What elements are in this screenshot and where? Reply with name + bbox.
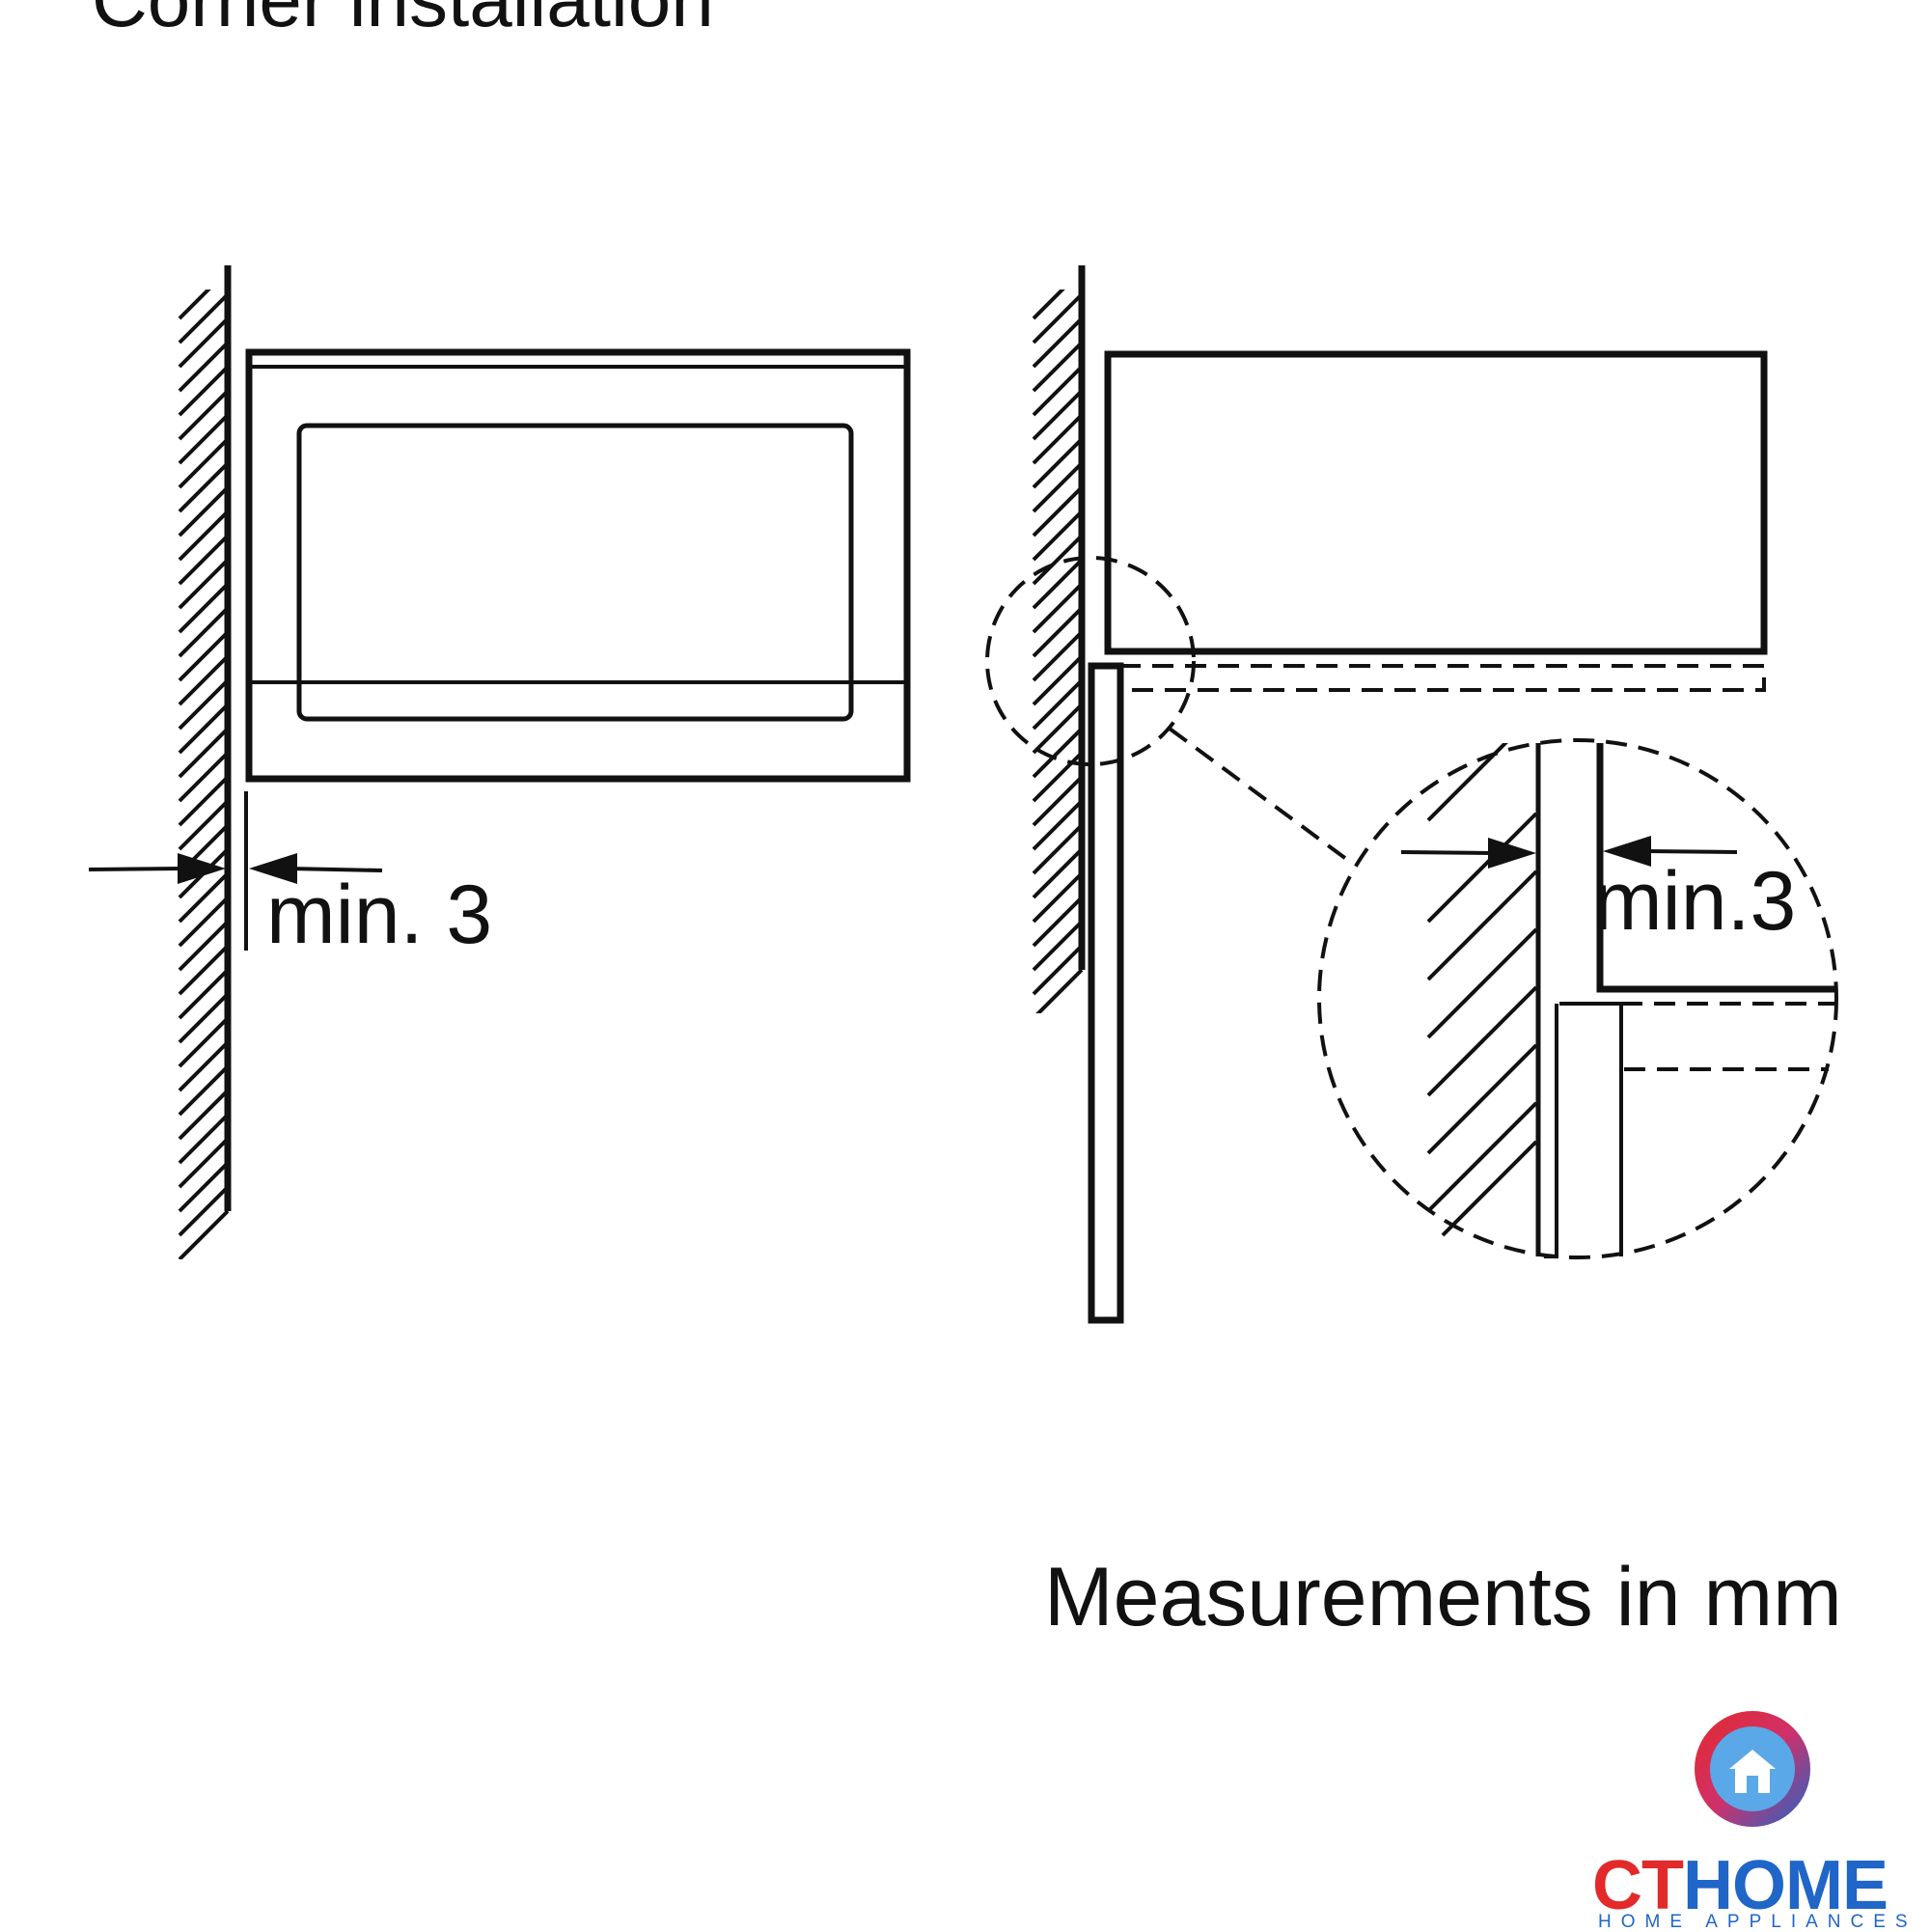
left-clearance-label: min. 3	[266, 869, 493, 961]
right-wall	[1032, 265, 1086, 1013]
detail-callout-circle-small	[985, 556, 1196, 766]
left-wall-hatching	[178, 290, 230, 1259]
cabinet-side-panel	[1088, 662, 1124, 1324]
detail-panel-edge	[1544, 1004, 1558, 1258]
microwave-door-window	[296, 423, 854, 722]
brand-tagline: HOME APPLIANCES	[1598, 1912, 1917, 1932]
brand-logo-blue: HOME	[1682, 1847, 1889, 1924]
detail-leader-line	[1168, 727, 1348, 861]
right-wall-hatching	[1032, 290, 1084, 1013]
microwave-front-view	[245, 348, 911, 783]
detail-wall-hatching	[1426, 743, 1538, 1237]
detail-panel	[1559, 1002, 1623, 1256]
left-clearance-dimension	[88, 791, 383, 951]
brand-logo-red: CT	[1592, 1847, 1684, 1924]
brand-logo-text: CTHOME	[1592, 1851, 1889, 1920]
right-clearance-label: min.3	[1593, 855, 1797, 948]
diagram-title: Corner installation	[92, 0, 714, 44]
house-logo-icon	[1695, 1711, 1810, 1827]
detail-callout-circle-large	[1317, 738, 1838, 1259]
detail-microwave-corner	[1596, 743, 1836, 993]
left-wall	[178, 265, 232, 1259]
detail-clearance-dimension	[1400, 836, 1738, 869]
microwave-side-view	[1104, 350, 1768, 692]
units-note: Measurements in mm	[1044, 1551, 1842, 1643]
detail-enlargement	[1317, 738, 1838, 1259]
